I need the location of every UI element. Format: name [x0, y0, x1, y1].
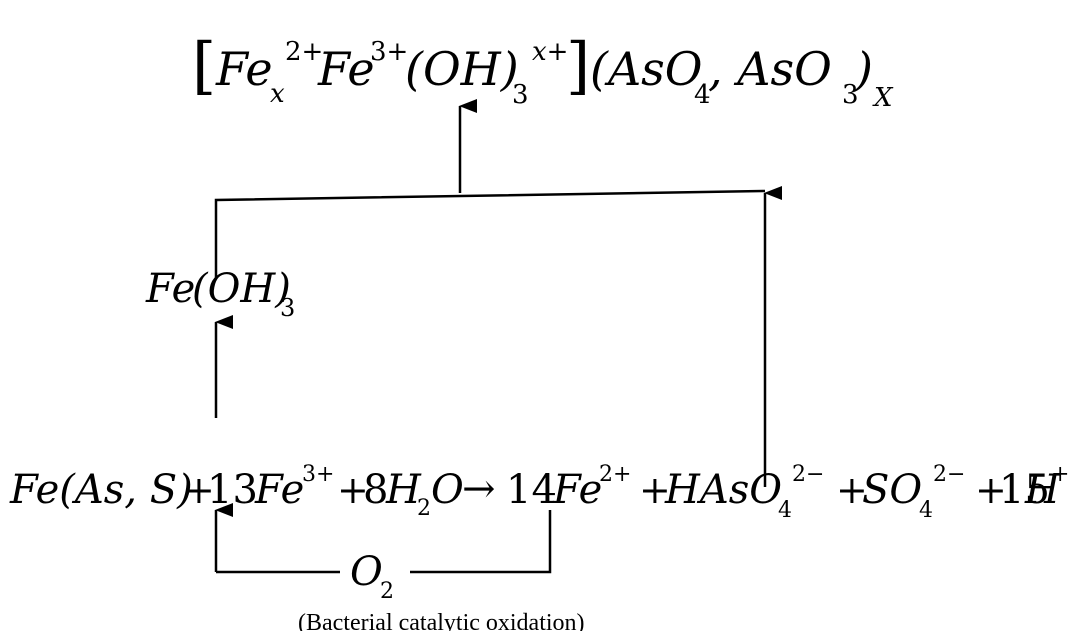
eq-hasO4-sub: 4: [778, 498, 792, 523]
top-anion-group: (AsO: [590, 42, 702, 96]
eq-arrow: →: [462, 466, 496, 512]
eq-plus-3: +: [639, 468, 671, 512]
eq-coef-13: 13: [207, 467, 258, 513]
top-bracket-open: [: [192, 29, 216, 102]
eq-so4: SO: [862, 467, 922, 513]
eq-fe3: Fe: [254, 467, 304, 513]
top-sup-2plus: 2+: [285, 37, 323, 67]
intermediate-fe-oh3: Fe (OH) 3: [145, 266, 295, 322]
main-equation: Fe(As, S) + 13 Fe 3+ + 8 H 2 O → 14 Fe 2…: [9, 462, 1069, 523]
eq-plus-2: +: [337, 468, 369, 512]
top-comma-as: , AsO: [708, 42, 832, 96]
eq-plus-1: +: [183, 468, 215, 512]
top-sub-X: X: [872, 83, 894, 113]
eq-coef-15: 15: [999, 467, 1050, 513]
top-fe-b: Fe: [317, 42, 375, 96]
top-sub-x: x: [270, 79, 285, 109]
cycle-o2-sub: 2: [380, 579, 394, 604]
cycle-o2: O: [350, 549, 383, 595]
eq-hasO4-sup: 2−: [792, 462, 824, 487]
eq-hasO4: HAsO: [664, 467, 782, 513]
caption: (Bacterial catalytic oxidation): [298, 610, 585, 631]
top-sub-4: 4: [694, 80, 711, 110]
eq-fe3-sup: 3+: [302, 462, 334, 487]
top-formula: [ Fe x 2+ Fe 3+ (OH) 3 x+ ] (AsO 4 , AsO…: [192, 29, 894, 113]
top-sup-xplus: x+: [532, 37, 568, 67]
eq-so4-sup: 2−: [933, 462, 965, 487]
intermediate-fe: Fe: [145, 266, 195, 312]
eq-plus-4: +: [836, 468, 868, 512]
eq-coef-14: 14: [506, 467, 557, 513]
o2-right-line: [410, 510, 552, 574]
eq-h2o-h: H: [385, 467, 422, 513]
connector-lines: [214, 99, 782, 574]
eq-h: H: [1024, 467, 1061, 513]
top-paren-close: ): [854, 42, 873, 96]
top-bracket-close: ]: [566, 29, 590, 102]
eq-coef-8: 8: [363, 467, 388, 513]
intermediate-sub: 3: [280, 294, 295, 322]
top-sup-3plus: 3+: [370, 37, 408, 67]
eq-h-sup: +: [1051, 462, 1069, 487]
merge-line: [214, 189, 766, 278]
eq-h2o-sub: 2: [417, 496, 431, 521]
top-fe-a: Fe: [215, 42, 273, 96]
eq-reactant-fe-as-s: Fe(As, S): [9, 467, 193, 513]
eq-so4-sub: 4: [919, 498, 933, 523]
top-oh-group: (OH): [405, 42, 519, 96]
o2-cycle: O 2: [350, 549, 394, 604]
intermediate-oh: (OH): [192, 266, 291, 312]
top-sub-3: 3: [512, 80, 529, 110]
eq-plus-5: +: [975, 468, 1007, 512]
eq-fe2: Fe: [552, 467, 602, 513]
top-sub-3b: 3: [842, 80, 859, 110]
eq-fe2-sup: 2+: [599, 462, 631, 487]
eq-h2o-o: O: [431, 467, 464, 513]
